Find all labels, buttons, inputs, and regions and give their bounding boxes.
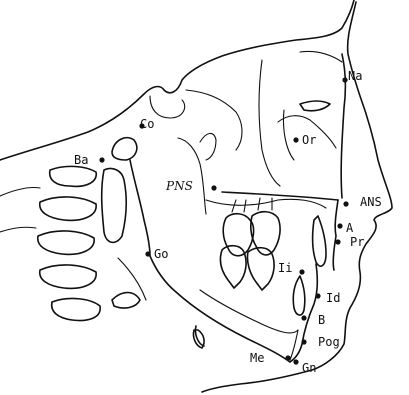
label-gn: Gn [302,361,316,375]
gn-point [293,359,298,364]
label-ii: Ii [278,261,292,275]
neck-line-1 [0,187,40,196]
mandible-lower-border [150,256,290,362]
dens [102,168,126,242]
condyle [112,138,137,160]
skull-outline [0,0,354,160]
coronoid [200,133,216,160]
sphenoid-line [186,90,242,150]
label-na: Na [348,69,362,83]
go-point [145,251,150,256]
orbit-outline [300,101,330,111]
a-point [337,223,342,228]
me-point [285,355,290,360]
label-ans: ANS [360,195,382,209]
pterygomaxillary-line [259,60,280,186]
na-point [342,77,347,82]
pr-point [335,239,340,244]
b-point [301,315,306,320]
nasal-bone [341,54,345,198]
neck-line-2 [0,227,36,232]
upper-incisor [313,216,326,266]
label-b: B [318,313,325,327]
vertebra-4 [40,265,96,288]
label-pog: Pog [318,335,340,349]
label-pns: PNS [165,179,193,193]
label-co: Co [140,117,154,131]
vertebra-2 [40,197,96,220]
vertebra-1 [50,166,97,186]
label-a: A [346,221,354,235]
pog-point [301,339,306,344]
frontal-bone-inner [300,51,342,62]
maxilla-anterior [333,200,338,270]
label-go: Go [154,247,168,261]
vertebra-3 [38,231,94,254]
palatal-plane [222,192,338,200]
mandible-inner-cortex [200,290,298,333]
ii-point [299,269,304,274]
hyoid [112,293,140,309]
label-or: Or [302,133,316,147]
id-point [315,293,320,298]
label-id: Id [326,291,340,305]
label-pr: Pr [350,235,364,249]
label-me: Me [250,351,264,365]
lower-molar-1 [220,246,246,288]
pns-point [211,185,216,190]
ramus-posterior [130,160,150,256]
vertebra-5 [52,299,100,321]
ans-point [343,201,348,206]
lower-incisor [293,276,305,315]
palate-outline [206,199,326,208]
sella-turcica [150,96,185,118]
label-ba: Ba [74,153,88,167]
ramus-anterior [178,138,206,214]
upper-molar-1 [223,214,253,256]
or-point [293,137,298,142]
ba-point [99,157,104,162]
